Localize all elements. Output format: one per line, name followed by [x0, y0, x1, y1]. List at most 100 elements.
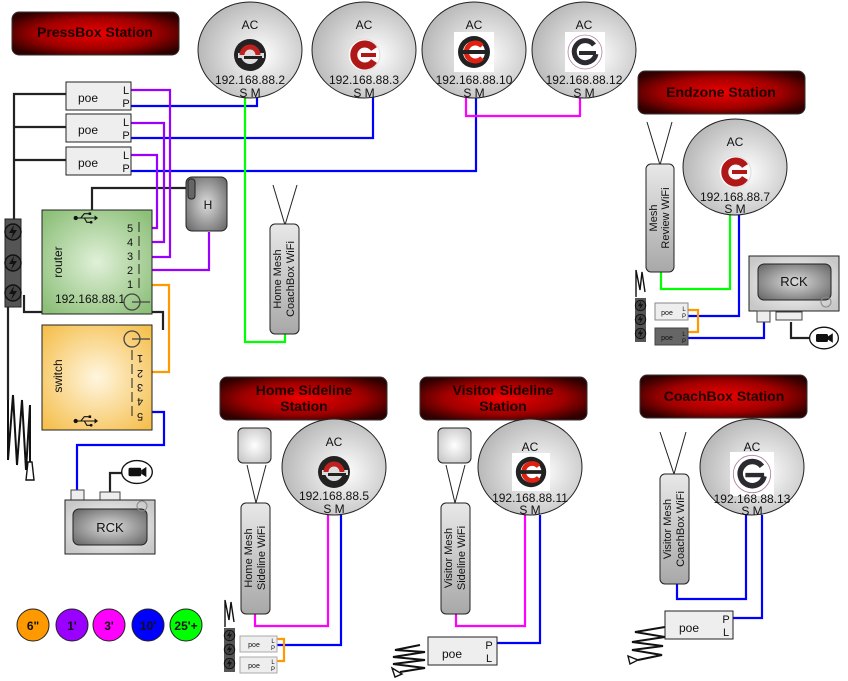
poe-port-p: P: [271, 667, 275, 673]
station-banner-home-sideline: Home Sideline Station: [219, 376, 388, 421]
mesh-label-line1: Home Mesh: [272, 249, 284, 308]
legend-swatch: [16, 608, 50, 642]
cable-3ft: [464, 97, 582, 118]
access-point[interactable]: AC 192.168.88.13 S M: [699, 418, 805, 518]
poe-injector[interactable]: poe P L: [427, 636, 498, 666]
legend-swatch: [55, 608, 89, 642]
legend-label: 3': [104, 619, 114, 633]
ap-ip: 192.168.88.13: [714, 492, 791, 506]
poe-label: poe: [78, 123, 98, 137]
usb-cable: [90, 186, 186, 212]
router-label: router: [51, 246, 65, 277]
brand-logo-icon: [565, 32, 605, 72]
usb-port-icon: [187, 178, 196, 200]
legend-swatch: [131, 608, 165, 642]
hub[interactable]: H: [185, 176, 228, 232]
router[interactable]: router 192.168.88.1 5 4 3 2 1: [41, 209, 153, 315]
ethernet-port-icon: [70, 489, 85, 502]
switch[interactable]: switch 1 2 3 4 5: [41, 324, 153, 431]
station-banner-visitor-sideline: Visitor Sideline Station: [419, 376, 588, 421]
ap-ip: 192.168.88.3: [329, 73, 399, 87]
poe-port-p: P: [122, 98, 129, 110]
cable-1ft: [140, 232, 211, 272]
poe-port-l: L: [486, 653, 492, 665]
ap-ip: 192.168.88.7: [700, 190, 770, 204]
power-outlet-icon: [4, 254, 22, 272]
access-point[interactable]: AC 192.168.88.3 S M: [311, 1, 417, 100]
switch-port-label: 2: [137, 367, 143, 379]
ap-label: AC: [326, 435, 343, 449]
mesh-unit-visitor-sideline[interactable]: Visitor Mesh Sideline WiFi: [440, 502, 471, 615]
coiled-power-cord: [631, 626, 666, 661]
poe-port-l: L: [123, 85, 129, 97]
ap-label: AC: [522, 440, 539, 454]
mesh-unit-endzone[interactable]: Mesh Review WiFi: [645, 163, 675, 273]
router-port-label: 4: [127, 237, 133, 249]
camera-icon: [808, 326, 840, 350]
wires: [6, 88, 812, 678]
power-outlet-icon: [4, 223, 22, 241]
legend-swatch: [169, 608, 203, 642]
mesh-label-line2: Sideline WiFi: [256, 526, 268, 590]
poe-injector-small[interactable]: poe L P: [239, 635, 278, 653]
router-port-label: 1: [127, 279, 133, 291]
poe-injector-small[interactable]: poe L P: [654, 302, 689, 321]
antenna-icon: [445, 464, 466, 504]
poe-label: poe: [78, 91, 98, 105]
router-port-label: 3: [127, 251, 133, 263]
poe-label: poe: [442, 647, 462, 661]
access-point[interactable]: AC 192.168.88.12 S M: [531, 1, 637, 100]
poe-port-l: L: [123, 117, 129, 129]
ap-label: AC: [242, 18, 259, 32]
station-title: CoachBox Station: [664, 388, 785, 404]
poe-label: poe: [248, 663, 260, 670]
ap-label: AC: [727, 135, 744, 149]
poe-port-l: L: [123, 150, 129, 162]
rck-unit[interactable]: RCK: [64, 459, 156, 555]
poe-injector[interactable]: poe L P: [65, 113, 132, 143]
cable-3ft: [253, 515, 330, 628]
brand-logo-icon: [512, 453, 550, 491]
mesh-satellite[interactable]: [237, 427, 272, 464]
access-point[interactable]: AC 192.168.88.10 S M: [421, 1, 527, 100]
cable-10ft: [277, 515, 343, 647]
poe-label: poe: [661, 310, 673, 317]
cable-6in: [688, 308, 700, 334]
power-outlet-icon: [223, 657, 236, 670]
access-point[interactable]: AC 192.168.88.7 S M: [682, 118, 788, 216]
poe-injector[interactable]: poe L P: [65, 81, 132, 111]
power-cable: [12, 92, 66, 222]
poe-injector[interactable]: poe L P: [65, 146, 132, 176]
cable-10ft: [675, 515, 748, 601]
mesh-unit-visitor-coachbox[interactable]: Visitor Mesh CoachBox WiFi: [659, 473, 690, 585]
antenna-icon: [646, 121, 673, 167]
poe-injector-small-dark[interactable]: poe L P: [654, 327, 689, 346]
poe-label: poe: [679, 621, 699, 635]
poe-port-l: L: [682, 307, 686, 313]
poe-injector-small[interactable]: poe L P: [239, 656, 278, 674]
mesh-label-line2: Review WiFi: [660, 187, 672, 248]
ap-ports: S M: [463, 86, 484, 100]
cable-10ft: [130, 97, 375, 140]
mesh-unit-home-coachbox[interactable]: Home Mesh CoachBox WiFi: [269, 223, 300, 335]
station-title-line1: Home Sideline: [256, 382, 353, 398]
camera-cable: [789, 322, 812, 340]
brand-logo-icon: [454, 32, 494, 72]
rck-label: RCK: [780, 274, 808, 289]
coiled-power-cord: [7, 394, 31, 480]
hdmi-port-icon: [775, 311, 803, 321]
poe-label: poe: [248, 642, 260, 649]
poe-port-l: L: [723, 627, 729, 639]
access-point[interactable]: AC 192.168.88.5 S M: [281, 418, 387, 516]
mesh-satellite[interactable]: [437, 427, 472, 464]
poe-injector[interactable]: poe P L: [664, 610, 734, 640]
rck-unit[interactable]: RCK: [748, 255, 840, 350]
station-banner-endzone: Endzone Station: [637, 70, 806, 115]
ap-ip: 192.168.88.2: [215, 73, 285, 87]
mesh-unit-home-sideline[interactable]: Home Mesh Sideline WiFi: [240, 502, 271, 615]
switch-port-label: 4: [137, 395, 143, 407]
access-point[interactable]: AC 192.168.88.2 S M: [197, 1, 303, 100]
mesh-label-line1: Home Mesh: [243, 528, 255, 587]
power-strip-small: [223, 599, 236, 672]
access-point[interactable]: AC 192.168.88.11 S M: [477, 418, 583, 517]
